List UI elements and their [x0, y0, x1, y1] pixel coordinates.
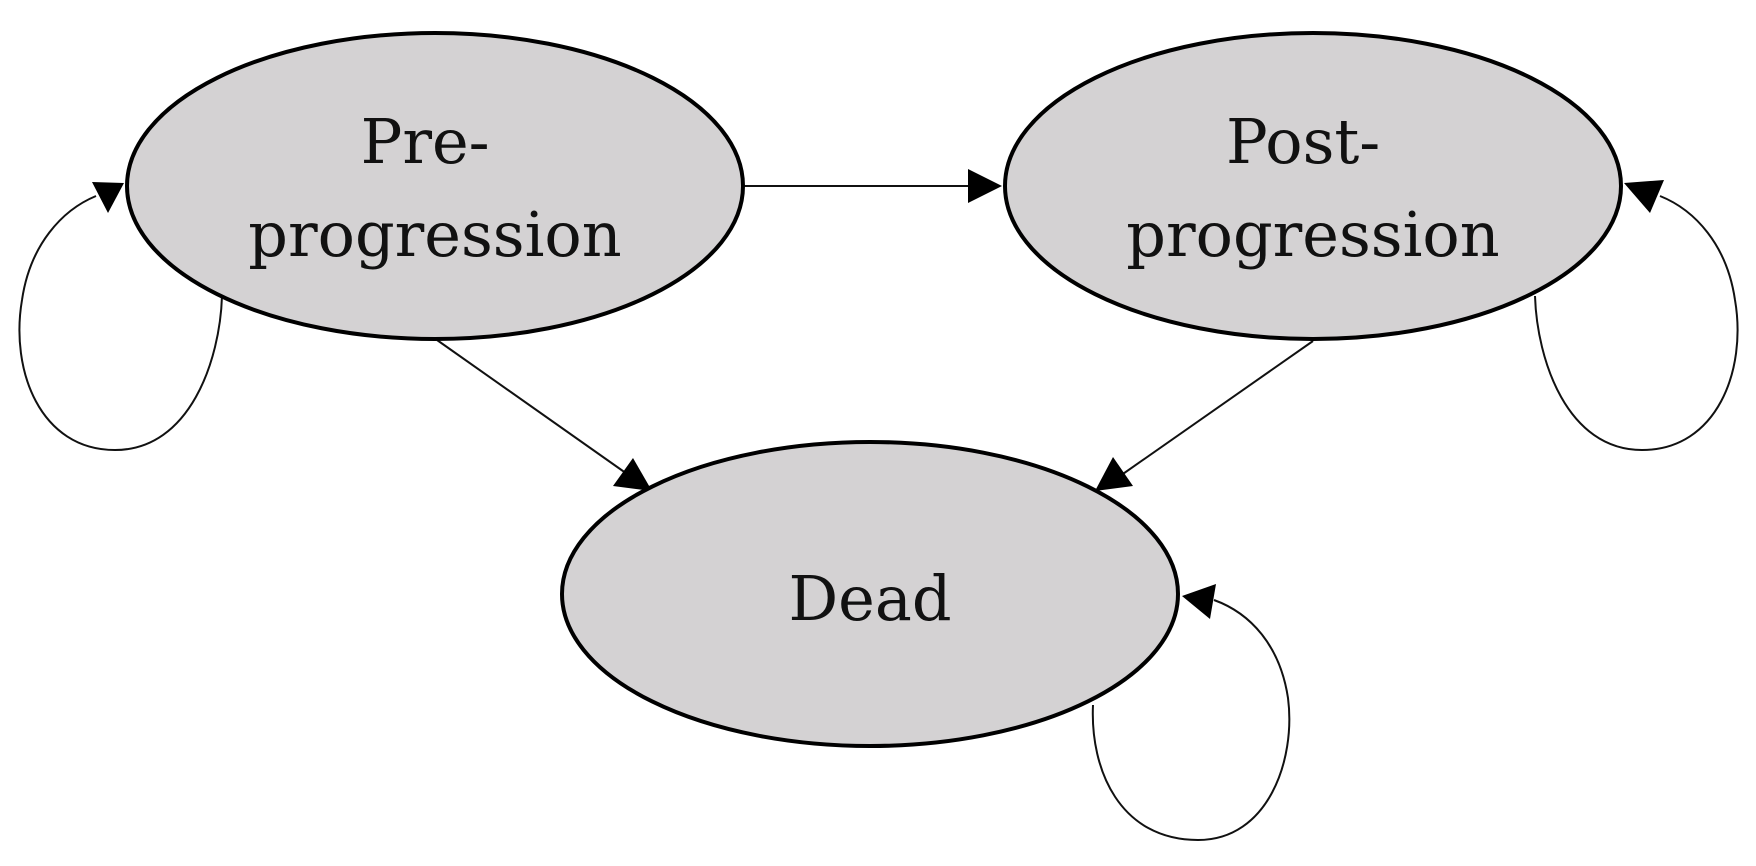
state-post-progression-label: Post- progression [1126, 105, 1499, 271]
arrowhead-pre-to-pre [92, 182, 124, 213]
state-dead-label: Dead [788, 562, 951, 635]
state-pre-progression-shape [125, 31, 745, 341]
state-dead: Dead [560, 440, 1180, 748]
state-post-progression: Post- progression [1003, 31, 1623, 341]
state-post-progression-shape [1003, 31, 1623, 341]
transition-post-to-dead [1119, 340, 1314, 477]
transition-pre-to-pre [18, 195, 223, 452]
arrowhead-pre-to-post [968, 169, 1002, 203]
state-pre-progression: Pre- progression [125, 31, 745, 341]
state-dead-shape [560, 440, 1180, 748]
state-pre-progression-label: Pre- progression [248, 105, 621, 271]
arrowhead-dead-to-dead [1182, 584, 1216, 619]
arrowhead-pre-to-dead [613, 458, 652, 491]
transition-pre-to-dead [436, 339, 631, 477]
transition-post-to-post [1534, 195, 1739, 452]
transitions [18, 169, 1739, 842]
transition-dead-to-dead [1091, 599, 1291, 842]
arrowhead-post-to-post [1624, 180, 1664, 213]
arrowhead-post-to-dead [1095, 457, 1133, 491]
